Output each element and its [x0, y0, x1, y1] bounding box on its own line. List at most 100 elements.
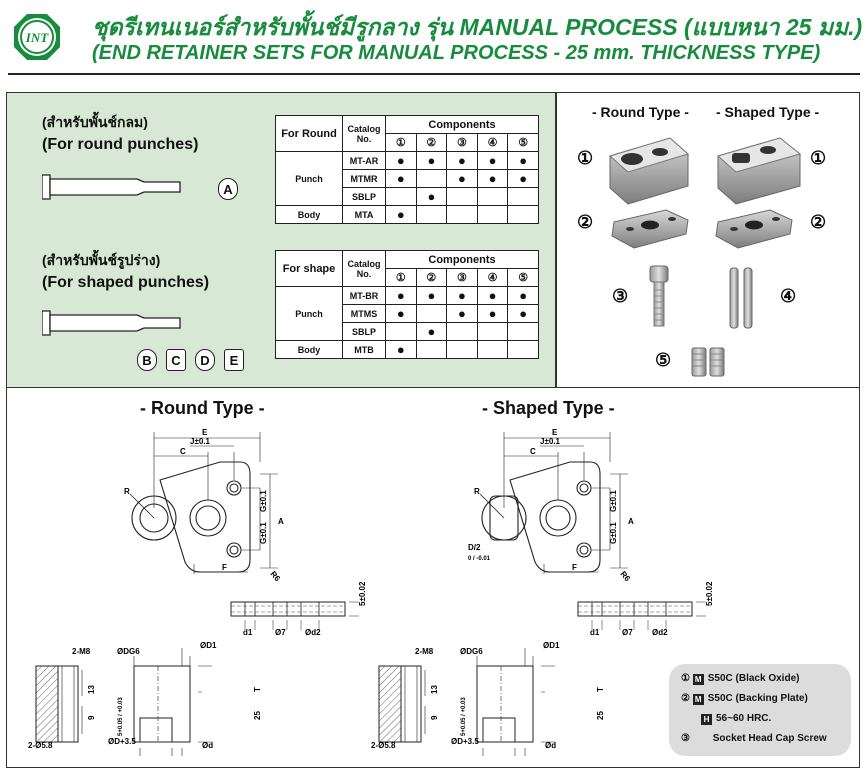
- table-row: Punch MT-AR ● ● ● ● ●: [275, 151, 539, 206]
- page-title-english: (END RETAINER SETS FOR MANUAL PROCESS - …: [92, 42, 821, 64]
- drawing-round-title: - Round Type -: [140, 398, 265, 418]
- svg-text:5+0.05 / +0.03: 5+0.05 / +0.03: [461, 697, 467, 736]
- svg-text:G±0.1: G±0.1: [259, 522, 268, 544]
- shape-label-thai: (สำหรับพั้นช์รูปร่าง): [42, 252, 161, 268]
- logo-text: INT: [25, 30, 49, 45]
- int-logo: INT: [14, 14, 60, 60]
- backing-plate-shaped: [715, 209, 793, 249]
- round-catalog-header: Catalog No.: [342, 115, 386, 152]
- photo-shaped-title: - Shaped Type -: [716, 104, 820, 120]
- letter-badge-b: B: [137, 349, 157, 371]
- page-title-thai: ชุดรีเทนเนอร์สำหรับพั้นช์มีรูกลาง รุ่น M…: [92, 14, 863, 40]
- header-divider: [8, 73, 860, 75]
- round-type-section-view: 2-M8 ØDG6 ØD1 13 9 5+0.05 / +0.03 T 25 2…: [28, 641, 262, 756]
- round-components-table: For Round Catalog No. Components ① ② ③ ④…: [275, 115, 539, 224]
- svg-text:A: A: [278, 517, 284, 526]
- table-row: SBLP ●: [276, 187, 539, 206]
- shape-components-header: Components: [385, 250, 539, 269]
- svg-text:Ø7: Ø7: [275, 628, 286, 637]
- svg-text:R: R: [474, 487, 480, 496]
- svg-text:13: 13: [87, 685, 96, 694]
- photo-num-3: ③: [612, 286, 629, 306]
- socket-head-cap-screw: [649, 265, 669, 327]
- letter-badge-e: E: [224, 349, 244, 371]
- svg-text:0 / -0.01: 0 / -0.01: [468, 556, 491, 562]
- svg-text:J±0.1: J±0.1: [190, 437, 211, 446]
- svg-text:E: E: [202, 428, 208, 437]
- svg-text:ØD+3.5: ØD+3.5: [451, 737, 479, 746]
- shaped-backing-plate-view: d1 Ø7 Ød2 5±0.02: [577, 581, 714, 637]
- svg-text:G±0.1: G±0.1: [609, 522, 618, 544]
- shaped-type-section-view: 2-M8 ØDG6 ØD1 13 9 5+0.05 / +0.03 T 25 2…: [371, 641, 605, 756]
- round-label-english: (For round punches): [42, 136, 199, 153]
- shape-label-english: (For shaped punches): [42, 274, 210, 291]
- svg-text:R6: R6: [268, 570, 282, 582]
- photo-num-2-right: ②: [810, 212, 827, 232]
- letter-badge-c: C: [166, 349, 186, 371]
- svg-text:2-Ø5.8: 2-Ø5.8: [371, 741, 396, 750]
- svg-text:F: F: [572, 563, 577, 572]
- svg-text:R: R: [124, 487, 130, 496]
- svg-text:F: F: [222, 563, 227, 572]
- photo-num-1-right: ①: [810, 148, 827, 168]
- svg-text:T: T: [253, 687, 262, 692]
- photo-num-5: ⑤: [655, 350, 672, 370]
- table-row: Body MTA ●: [275, 205, 539, 224]
- svg-text:G±0.1: G±0.1: [609, 490, 618, 512]
- set-screws: [691, 347, 725, 377]
- svg-text:2-M8: 2-M8: [72, 647, 91, 656]
- round-backing-plate-view: d1 Ø7 Ød2 5±0.02: [230, 581, 367, 637]
- shaped-type-top-view: E J±0.1 C R D/2 0 / -0.01 F R6 G±0.1 G±0…: [468, 428, 634, 582]
- svg-text:25: 25: [253, 711, 262, 720]
- svg-text:R6: R6: [618, 570, 632, 582]
- svg-text:13: 13: [430, 685, 439, 694]
- photo-num-4: ④: [780, 286, 797, 306]
- svg-text:J±0.1: J±0.1: [540, 437, 561, 446]
- shape-corner-cell: For shape: [275, 250, 343, 287]
- svg-text:25: 25: [596, 711, 605, 720]
- svg-text:D/2: D/2: [468, 543, 481, 552]
- svg-text:Ø7: Ø7: [622, 628, 633, 637]
- svg-text:G±0.1: G±0.1: [259, 490, 268, 512]
- svg-text:ØD1: ØD1: [543, 641, 560, 650]
- svg-text:Ød: Ød: [545, 741, 556, 750]
- svg-text:9: 9: [430, 715, 439, 720]
- drawing-frame: [6, 388, 860, 768]
- retainer-block-shaped: [716, 137, 802, 205]
- svg-text:5±0.02: 5±0.02: [705, 581, 714, 606]
- round-components-header: Components: [385, 115, 539, 134]
- svg-text:A: A: [628, 517, 634, 526]
- round-corner-cell: For Round: [275, 115, 343, 152]
- svg-text:9: 9: [87, 715, 96, 720]
- drawing-shaped-title: - Shaped Type -: [482, 398, 615, 418]
- legend-row: ③ Socket Head Cap Screw: [681, 733, 827, 744]
- round-punch-icon: [42, 174, 181, 200]
- svg-text:5±0.02: 5±0.02: [358, 581, 367, 606]
- letter-badge-d: D: [195, 349, 215, 371]
- svg-text:d1: d1: [243, 628, 253, 637]
- dowel-pins: [729, 267, 753, 329]
- svg-text:ØDG6: ØDG6: [460, 647, 483, 656]
- svg-text:E: E: [552, 428, 558, 437]
- backing-plate-round: [611, 209, 689, 249]
- svg-text:Ød: Ød: [202, 741, 213, 750]
- table-row: Body MTB ●: [275, 340, 539, 359]
- svg-text:Ød2: Ød2: [305, 628, 321, 637]
- top-frame: [6, 92, 860, 388]
- svg-text:ØD1: ØD1: [200, 641, 217, 650]
- photo-num-2-left: ②: [577, 212, 594, 232]
- svg-text:2-M8: 2-M8: [415, 647, 434, 656]
- shaped-punch-icon: [42, 310, 181, 336]
- svg-text:T: T: [596, 687, 605, 692]
- letter-badge-a: A: [218, 178, 238, 200]
- panel-divider: [555, 93, 557, 387]
- svg-text:5+0.05 / +0.03: 5+0.05 / +0.03: [118, 697, 124, 736]
- photo-num-1-left: ①: [577, 148, 594, 168]
- svg-text:C: C: [180, 447, 186, 456]
- svg-text:2-Ø5.8: 2-Ø5.8: [28, 741, 53, 750]
- svg-text:d1: d1: [590, 628, 600, 637]
